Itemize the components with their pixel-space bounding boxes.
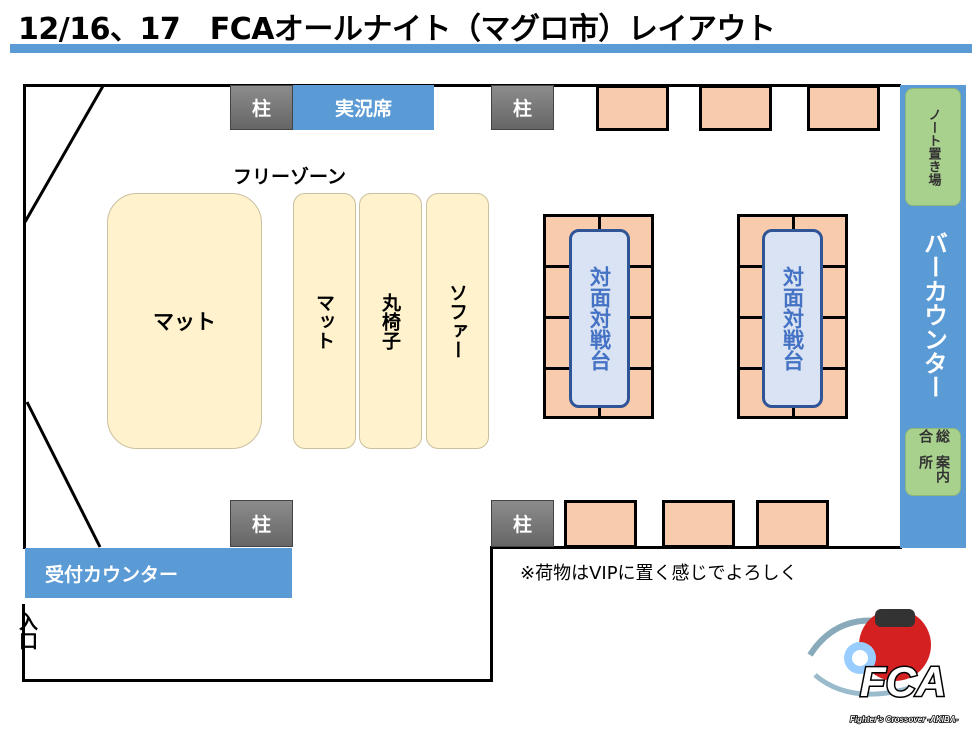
info-desk: 総合案内所 bbox=[905, 428, 961, 496]
page-title: 12/16、17 FCAオールナイト（マグロ市）レイアウト bbox=[18, 12, 776, 47]
bar-counter-label: バーカウンター bbox=[919, 231, 948, 399]
match-table-label: 対面対戦台 bbox=[569, 229, 630, 408]
table bbox=[699, 85, 772, 131]
match-table-label: 対面対戦台 bbox=[762, 229, 823, 408]
table bbox=[807, 85, 880, 131]
free-zone-label: フリーゾーン bbox=[233, 166, 347, 188]
info-desk-line1: 総合 bbox=[917, 429, 950, 443]
table bbox=[662, 500, 735, 548]
wall-left bbox=[23, 84, 26, 549]
reception-counter: 受付カウンター bbox=[25, 548, 292, 598]
wall-top bbox=[23, 84, 901, 87]
pillar: 柱 bbox=[230, 85, 293, 130]
commentary-booth: 実況席 bbox=[293, 85, 434, 130]
pillar: 柱 bbox=[491, 85, 554, 130]
wall-left-lower bbox=[22, 604, 25, 682]
mat-area: マット bbox=[107, 193, 262, 449]
table bbox=[564, 500, 637, 548]
table bbox=[596, 85, 669, 131]
info-desk-line2: 案内所 bbox=[917, 455, 950, 484]
table bbox=[756, 500, 829, 548]
svg-text:Fighter's Crossover -AKIBA-: Fighter's Crossover -AKIBA- bbox=[850, 715, 958, 724]
stools-area: 丸椅子 bbox=[359, 193, 422, 449]
svg-text:FCA: FCA bbox=[860, 658, 946, 705]
logo-graphic: FCA Fighter's Crossover -AKIBA- bbox=[807, 609, 959, 725]
wall-bottom bbox=[22, 679, 493, 682]
entrance-label: 入口 bbox=[16, 612, 38, 650]
wall-right-lower bbox=[490, 546, 493, 682]
pillar: 柱 bbox=[230, 500, 293, 547]
sofa-area: ソファー bbox=[426, 193, 489, 449]
mat-strip: マット bbox=[293, 193, 356, 449]
title-underline bbox=[10, 44, 972, 53]
pillar: 柱 bbox=[491, 500, 554, 547]
note-storage: ノート置き場 bbox=[905, 88, 961, 206]
fca-logo: FCA Fighter's Crossover -AKIBA- bbox=[800, 600, 970, 726]
luggage-note: ※荷物はVIPに置く感じでよろしく bbox=[520, 563, 798, 584]
